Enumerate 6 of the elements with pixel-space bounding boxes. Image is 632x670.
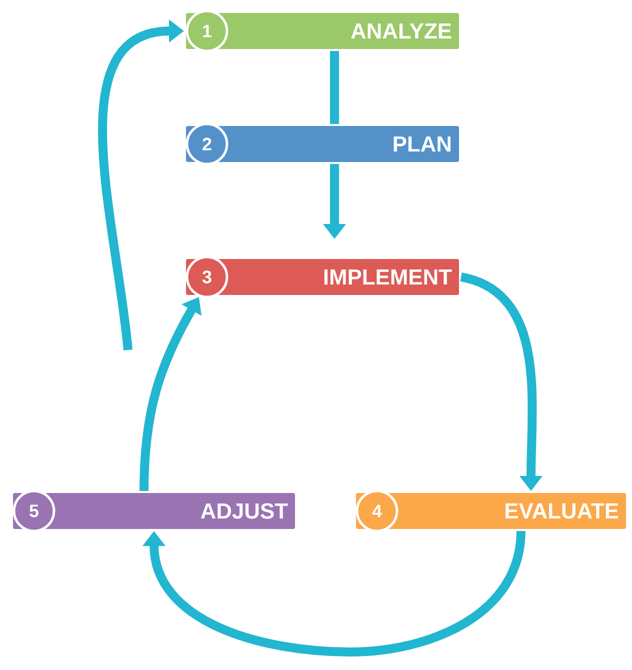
- number-badge: 4: [356, 490, 398, 532]
- number-badge: 3: [186, 256, 228, 298]
- number-badge: 2: [186, 122, 228, 166]
- arrow: [142, 530, 526, 656]
- number-badge: 1: [186, 10, 228, 52]
- number-badge: 5: [12, 490, 56, 532]
